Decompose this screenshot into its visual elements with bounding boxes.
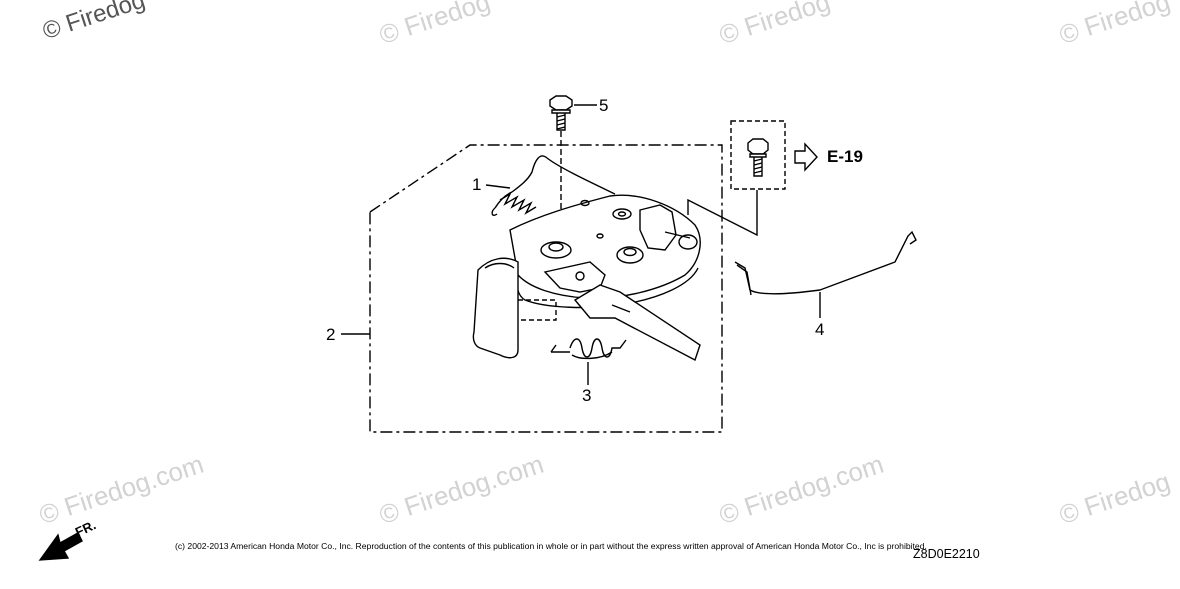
spring-3-icon: [550, 338, 627, 360]
copyright-notice: (c) 2002-2013 American Honda Motor Co., …: [175, 541, 927, 551]
callout-4: 4: [815, 320, 825, 339]
assembly-boundary: [369, 144, 723, 433]
reference-axis: [687, 190, 758, 237]
callout-1: 1: [472, 175, 482, 194]
callout-5: 5: [599, 96, 609, 115]
governor-shield: [472, 257, 557, 359]
spring-1-icon: [491, 155, 616, 217]
governor-plate: [509, 194, 701, 309]
governor-lever: [573, 284, 701, 362]
leader-1: [485, 184, 511, 189]
callout-3: 3: [582, 386, 592, 405]
front-direction-arrow-icon: [38, 532, 83, 561]
reference-bolt-icon: [747, 138, 769, 177]
callout-2: 2: [326, 325, 336, 344]
bolt-5-icon: [549, 95, 573, 131]
diagram-code: Z8D0E2210: [913, 547, 980, 561]
reference-box: [730, 120, 786, 190]
reference-arrow-icon: [794, 142, 818, 172]
reference-label: E-19: [827, 147, 863, 166]
governor-rod-icon: [734, 230, 917, 296]
